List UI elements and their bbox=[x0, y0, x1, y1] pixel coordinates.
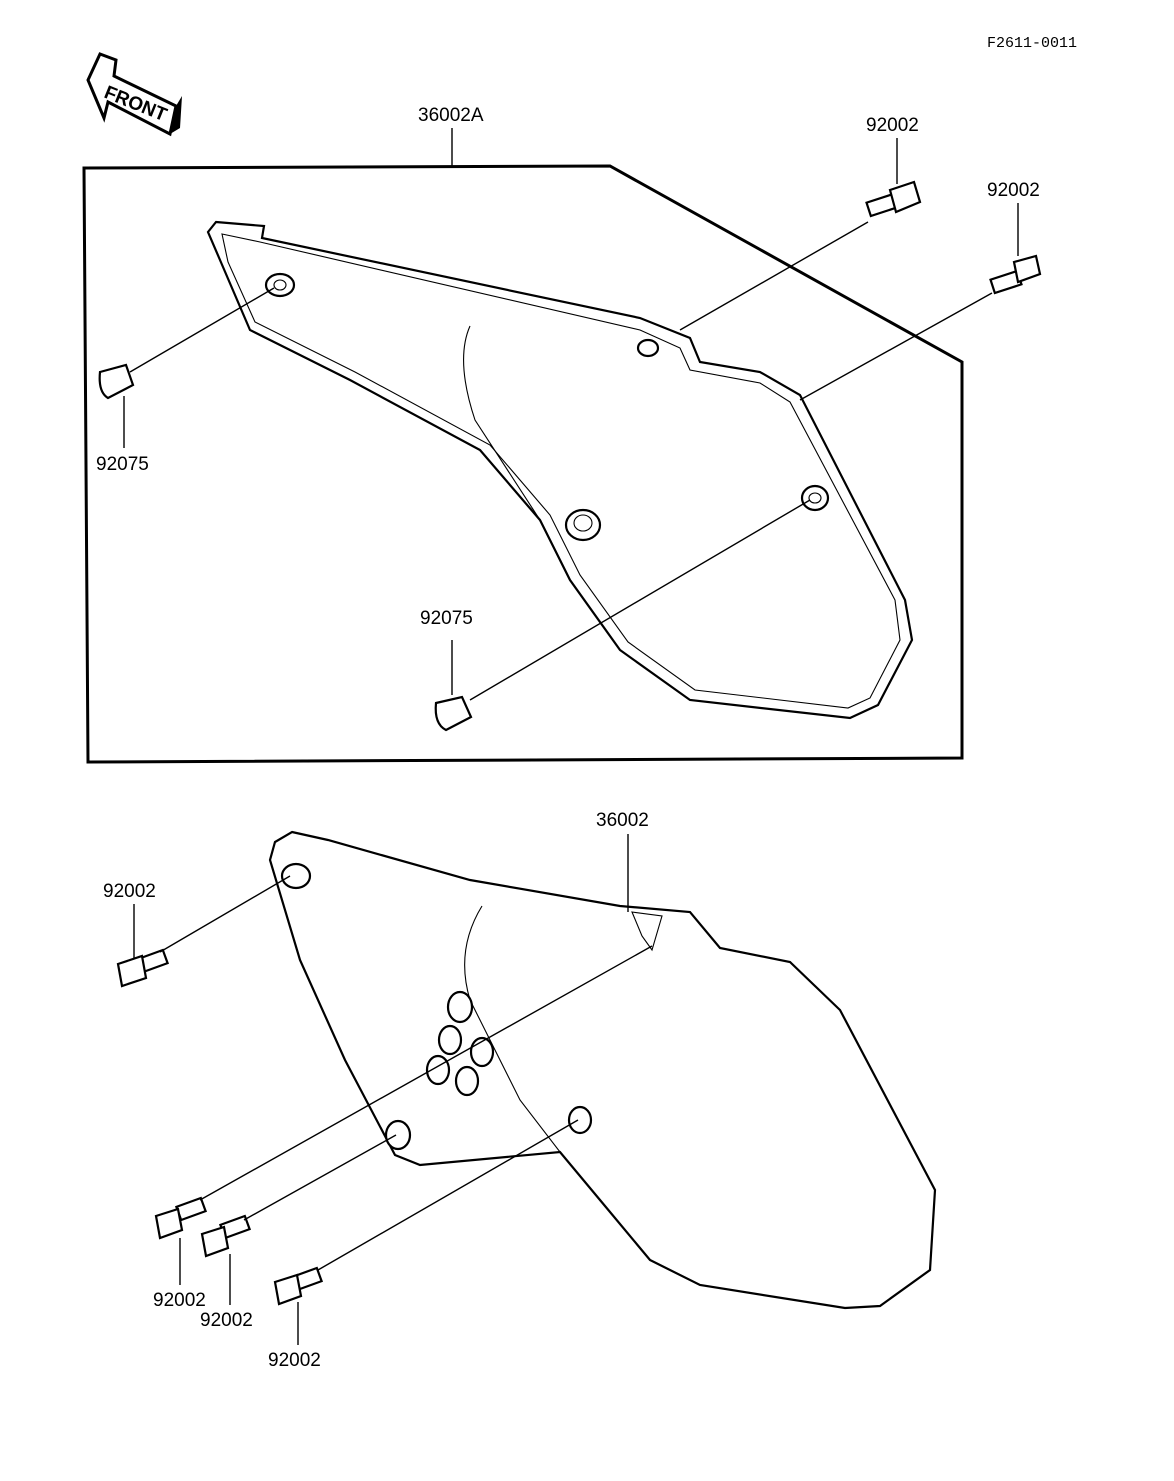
label-92002-left: 92002 bbox=[103, 881, 156, 902]
side-cover-36002 bbox=[268, 830, 937, 1310]
bolt-92002-bottom-1-icon bbox=[154, 945, 653, 1285]
label-36002: 36002 bbox=[596, 810, 649, 831]
label-92002-top-1: 92002 bbox=[866, 115, 919, 136]
bolt-92002-top-2-icon bbox=[799, 203, 1042, 401]
label-92002-bottom-2: 92002 bbox=[200, 1310, 253, 1331]
label-92002-bottom-1: 92002 bbox=[153, 1290, 206, 1311]
side-cover-36002a bbox=[206, 220, 914, 720]
label-92002-bottom-3: 92002 bbox=[268, 1350, 321, 1371]
front-label: FRONT bbox=[101, 82, 170, 126]
grommet-92075-bottom-icon bbox=[434, 499, 811, 732]
label-36002a: 36002A bbox=[418, 105, 484, 126]
grommet-92075-left-icon bbox=[98, 287, 275, 448]
label-92075-bottom: 92075 bbox=[420, 608, 473, 629]
bolt-92002-left-icon bbox=[116, 875, 291, 988]
drawing-code: F2611-0011 bbox=[987, 35, 1077, 52]
bolt-92002-top-1-icon bbox=[679, 138, 922, 331]
bolt-92002-bottom-3-icon bbox=[273, 1119, 579, 1345]
label-92075-left: 92075 bbox=[96, 454, 149, 475]
bolt-92002-bottom-2-icon bbox=[200, 1134, 397, 1305]
front-arrow-icon: FRONT bbox=[86, 52, 182, 137]
label-92002-top-2: 92002 bbox=[987, 180, 1040, 201]
assembly-box-36002a bbox=[82, 164, 964, 764]
